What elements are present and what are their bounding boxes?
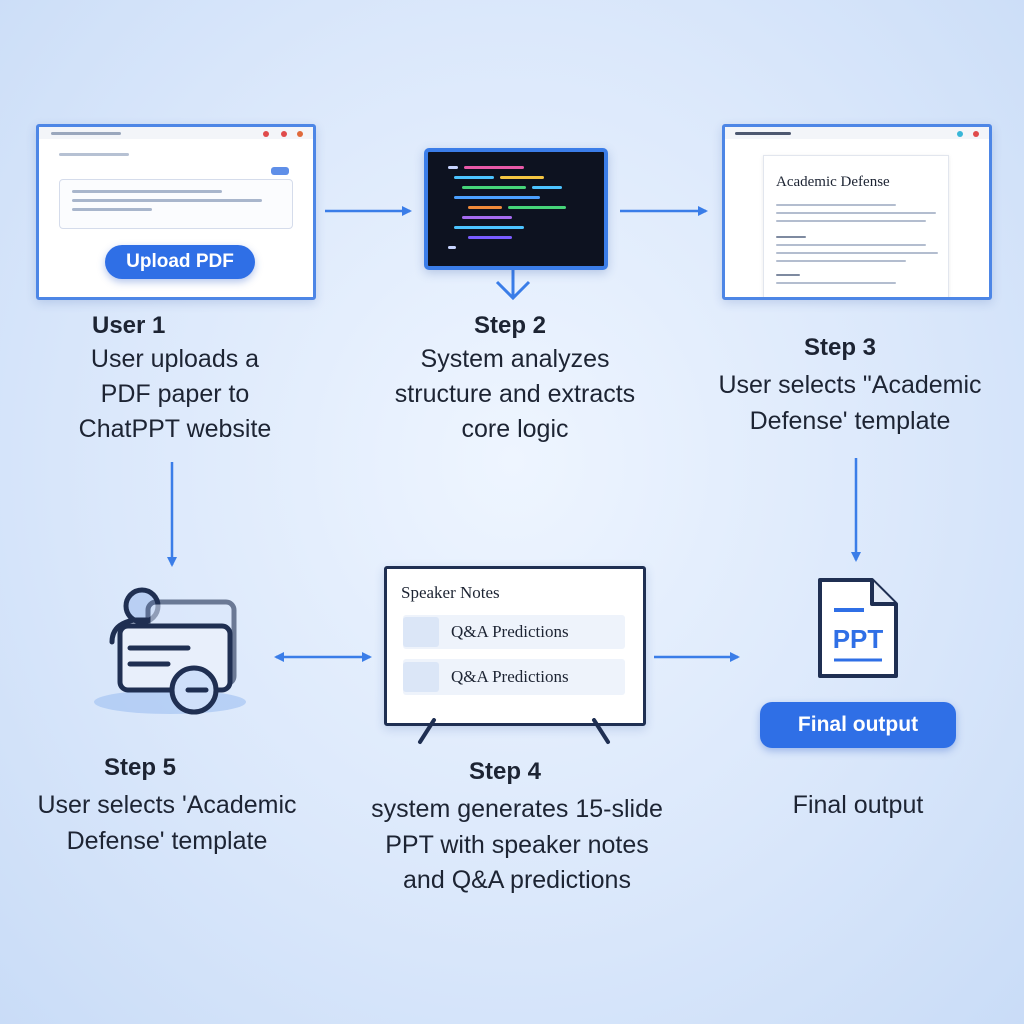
window-dot-icon [263, 131, 269, 137]
speaker-notes-title: Speaker Notes [401, 583, 500, 602]
arrow-step2-down-head [495, 280, 531, 301]
step5-desc-line: User selects 'Academic [37, 791, 297, 819]
window-dot-icon [281, 131, 287, 137]
step1-title: User 1 [92, 312, 166, 339]
step4-desc-line: system generates 15-slide [371, 795, 663, 823]
upload-pdf-button[interactable]: Upload PDF [105, 245, 255, 279]
step2-title: Step 2 [473, 312, 547, 339]
step2-desc-line: System analyzes [420, 345, 610, 373]
code-line [532, 186, 562, 189]
ppt-file-icon: PPT [818, 578, 898, 678]
final-output-caption: Final output [792, 791, 924, 819]
step5-desc-line: Defense' template [66, 827, 268, 855]
step1-desc-line: User uploads a [90, 345, 260, 373]
code-line [508, 206, 566, 209]
step3-desc-line: Defense' template [749, 407, 951, 435]
step1-desc-line: ChatPPT website [78, 415, 272, 443]
qa-prediction-row: Q&A Predictions [403, 659, 625, 695]
step4-monitor: Speaker Notes Q&A Predictions Q&A Predic… [384, 566, 646, 726]
step4-desc-line: PPT with speaker notes [385, 831, 649, 859]
browser-toolbar [39, 127, 313, 139]
code-line [468, 206, 502, 209]
code-line [464, 166, 524, 169]
ppt-file-label: PPT [833, 624, 884, 654]
step4-title: Step 4 [468, 758, 542, 785]
step4-desc-line: and Q&A predictions [403, 866, 631, 894]
checkbox[interactable] [403, 662, 439, 692]
document-title: Academic Defense [776, 174, 890, 190]
document-page: Academic Defense [763, 155, 949, 297]
monitor-legs [418, 718, 610, 744]
step1-browser-window: Upload PDF [36, 124, 316, 300]
code-line [448, 246, 456, 249]
code-line [462, 216, 512, 219]
code-line [454, 196, 540, 199]
step2-desc-line: structure and extracts [394, 380, 636, 408]
step2-code-screen [424, 148, 608, 270]
code-line [462, 186, 526, 189]
step3-document-window: Academic Defense [722, 124, 992, 300]
qa-prediction-row: Q&A Predictions [403, 615, 625, 649]
checkbox[interactable] [403, 617, 439, 647]
window-dot-icon [297, 131, 303, 137]
window-dot-icon [957, 131, 963, 137]
upload-drop-area[interactable] [59, 179, 293, 229]
code-line [468, 236, 512, 239]
qa-prediction-label: Q&A Predictions [451, 667, 569, 686]
code-line [454, 226, 524, 229]
window-dot-icon [973, 131, 979, 137]
code-line [500, 176, 544, 179]
step3-title: Step 3 [803, 334, 877, 361]
qa-prediction-label: Q&A Predictions [451, 622, 569, 641]
step3-desc-line: User selects "Academic [718, 371, 982, 399]
step1-desc-line: PDF paper to [100, 380, 250, 408]
code-line [454, 176, 494, 179]
final-output-button[interactable]: Final output [760, 702, 956, 748]
browser-toolbar [725, 127, 989, 139]
step5-title: Step 5 [103, 754, 177, 781]
code-line [448, 166, 458, 169]
page-badge[interactable] [271, 167, 289, 175]
step2-desc-line: core logic [461, 415, 569, 443]
step5-template-icon [94, 587, 246, 715]
